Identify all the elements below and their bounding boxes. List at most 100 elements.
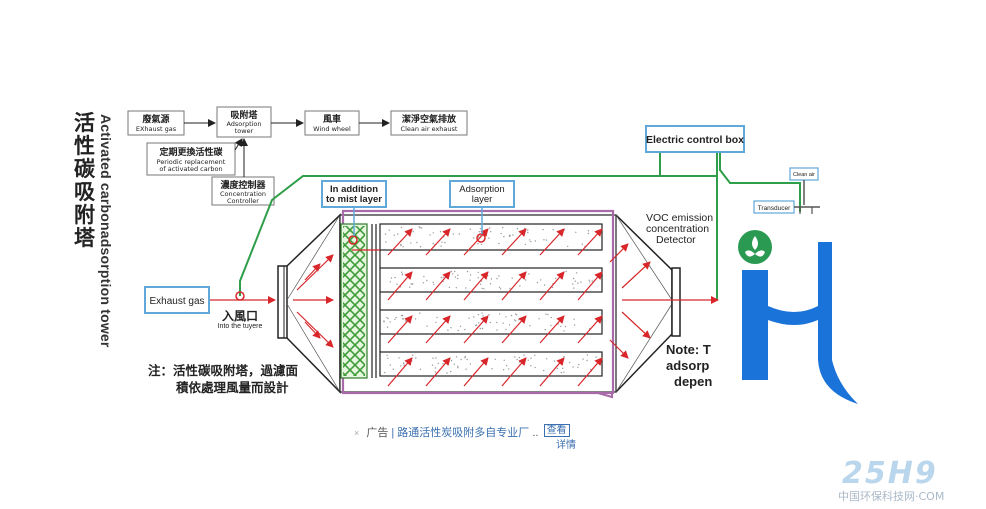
carbon-dot [512, 234, 514, 236]
carbon-dot [530, 365, 532, 367]
carbon-dot [527, 229, 529, 231]
carbon-dot [473, 316, 475, 318]
carbon-dot [389, 321, 391, 323]
carbon-dot [433, 283, 435, 285]
transducer-label: Transducer [758, 205, 791, 212]
outlet-flange [671, 267, 681, 337]
carbon-dot [563, 356, 565, 358]
carbon-dot [496, 277, 498, 280]
ad-close-icon[interactable]: × [354, 428, 360, 438]
carbon-dot [586, 354, 588, 356]
flow-clean-air-en: Clean air exhaust [401, 125, 458, 133]
carbon-dot [491, 368, 493, 370]
note-line-1: 注：活性碳吸附塔，過濾面 [148, 363, 299, 378]
carbon-dot [456, 356, 458, 358]
carbon-dot [505, 364, 508, 367]
carbon-dot [466, 270, 469, 273]
carbon-dot [589, 281, 591, 283]
carbon-dot [503, 236, 505, 238]
carbon-dot [546, 358, 548, 360]
carbon-dot [411, 360, 413, 362]
carbon-dot [534, 240, 536, 242]
cartridge-flow-arrow [577, 228, 603, 256]
carbon-dot [410, 242, 412, 244]
flow-box-replace-carbon [146, 142, 236, 176]
carbon-dot [386, 316, 388, 319]
carbon-dot [457, 365, 459, 367]
cartridge-flow-arrow [387, 271, 413, 301]
carbon-dot [481, 327, 484, 330]
carbon-dot [587, 232, 590, 235]
carbon-dot [418, 226, 420, 228]
cartridge-flow-arrow [463, 357, 489, 387]
carbon-dot [386, 354, 388, 357]
carbon-dot [400, 314, 403, 317]
carbon-dot [454, 270, 456, 273]
carbon-dot [469, 363, 472, 365]
carbon-dot [481, 287, 483, 290]
carbon-dot [426, 325, 428, 327]
ad-strip[interactable]: × 广告 | 路通活性炭吸附多自专业厂 .. 查看 详情 [354, 424, 576, 451]
exhaust-gas-label: Exhaust gas [149, 296, 204, 307]
carbon-dot [555, 277, 557, 280]
carbon-dot [488, 314, 490, 316]
carbon-dot [475, 324, 477, 327]
carbon-dot [444, 241, 446, 244]
mist-layer-dot [348, 235, 358, 245]
carbon-dot [464, 355, 467, 358]
note-right-3: depen [674, 374, 712, 389]
ad-link[interactable]: | 路通活性炭吸附多自专业厂 [391, 427, 530, 439]
carbon-dot [395, 316, 397, 319]
carbon-dot [543, 284, 546, 286]
cartridge-flow-arrow [539, 315, 565, 344]
carbon-dot [411, 283, 413, 285]
carbon-dot [494, 358, 496, 360]
carbon-dot [387, 357, 389, 359]
flow-box-adsorption-tower [216, 106, 272, 138]
carbon-dot [403, 363, 405, 365]
cartridge-flow-arrow [387, 315, 413, 344]
carbon-dot [553, 360, 556, 362]
carbon-dot [538, 318, 540, 320]
control-signal-line-4 [719, 150, 801, 212]
ad-details-link[interactable]: 详情 [556, 440, 576, 451]
carbon-dot [499, 288, 502, 290]
carbon-dot [416, 241, 418, 244]
carbon-dot [409, 286, 411, 288]
carbon-dot [469, 228, 471, 230]
carbon-dot [397, 233, 399, 235]
carbon-dot [394, 276, 396, 279]
carbon-dot [434, 367, 437, 369]
cartridge-flow-arrow [539, 357, 565, 387]
carbon-dot [454, 276, 457, 278]
carbon-dot [386, 326, 389, 328]
flow-wind-wheel-cn: 風車 [323, 113, 341, 125]
carbon-dot [524, 243, 526, 246]
carbon-dot [498, 313, 501, 315]
cartridge-flow-arrow [577, 357, 603, 387]
carbon-dot [401, 271, 403, 273]
ad-view-button[interactable]: 查看 [543, 424, 570, 437]
mist-layer-label-1: In addition [330, 184, 378, 195]
carbon-dot [468, 317, 470, 319]
carbon-dot [551, 286, 554, 289]
carbon-dot [460, 358, 462, 361]
carbon-dot [577, 366, 579, 369]
watermark-logo: 25H9 [842, 456, 938, 491]
logo-left-bar [742, 270, 768, 380]
flow-adsorption-tower-cn: 吸附塔 [230, 109, 258, 121]
carbon-dot [450, 327, 452, 329]
carbon-dot [450, 270, 453, 273]
carbon-dot [516, 358, 518, 361]
carbon-dot [479, 228, 482, 230]
carbon-dot [560, 372, 562, 374]
carbon-dot [502, 226, 504, 229]
carbon-dot [581, 243, 583, 245]
carbon-dot [390, 277, 393, 279]
carbon-dot [496, 321, 498, 324]
title-chinese: 活性碳吸附塔 [74, 111, 95, 250]
carbon-cartridge-3 [379, 309, 603, 335]
carbon-dot [582, 358, 584, 360]
carbon-dot [529, 325, 531, 327]
